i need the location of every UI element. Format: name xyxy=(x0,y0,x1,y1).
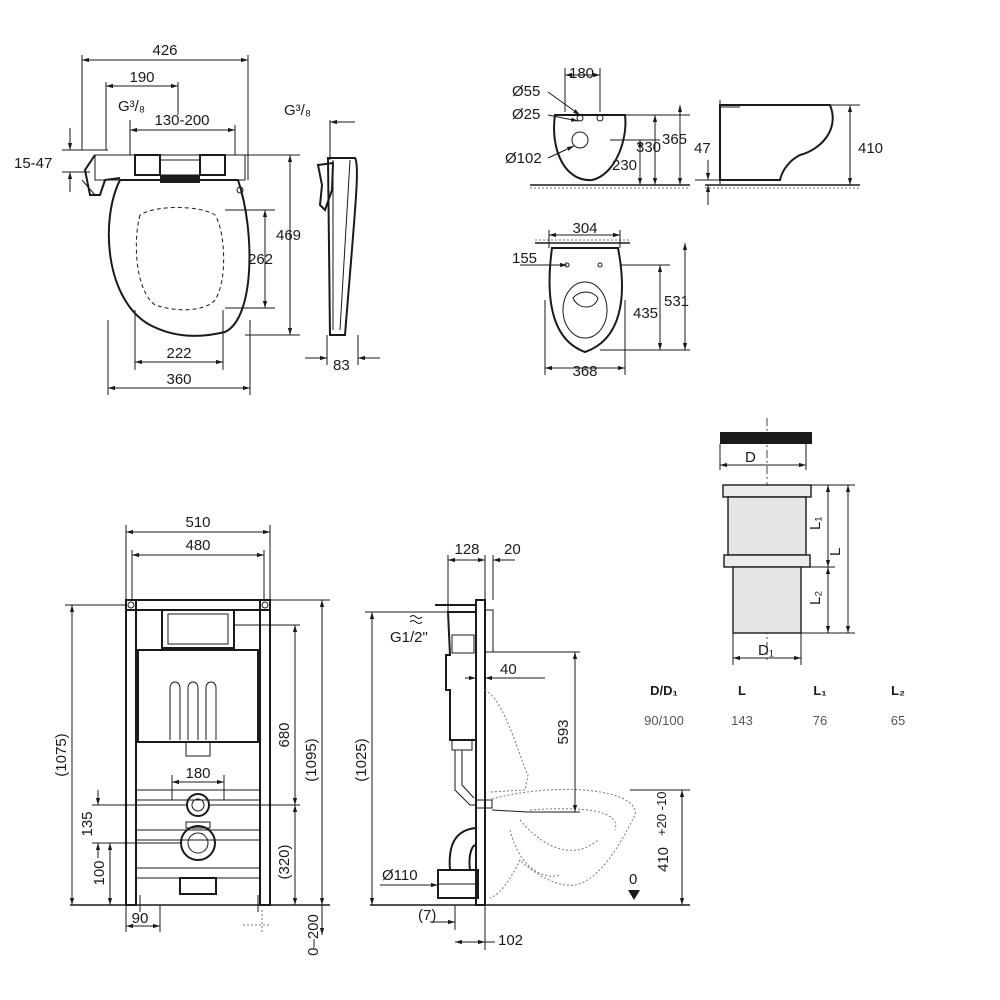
pipe-spec-table: D/D₁ L L₁ L₂ 90/100 143 76 65 xyxy=(644,683,905,728)
table-header-l2: L₂ xyxy=(891,683,905,698)
dim-7: (7) xyxy=(418,907,436,924)
dim-d102: Ø102 xyxy=(505,150,542,167)
dim-593: 593 xyxy=(555,719,572,744)
table-cell-l: 143 xyxy=(731,713,753,728)
dim-510: 510 xyxy=(185,514,210,531)
dim-222: 222 xyxy=(166,345,191,362)
frame-front-view: 510 480 (1075) 680 (1095) 180 135 100 (3… xyxy=(53,514,330,956)
dim-1095: (1095) xyxy=(303,738,320,781)
dim-40: 40 xyxy=(500,661,517,678)
dim-20: 20 xyxy=(504,541,521,558)
dim-190: 190 xyxy=(129,69,154,86)
bowl-top-view: 304 155 435 531 368 xyxy=(512,220,690,380)
table-header-d-d1: D/D₁ xyxy=(650,683,678,698)
bowl-front-view: 180 Ø55 Ø25 Ø102 230 330 365 xyxy=(505,65,690,189)
dim-front-180: 180 xyxy=(185,765,210,782)
dim-531: 531 xyxy=(664,293,689,310)
seat-top-view: 426 190 G³/₈ 130-200 15-47 469 262 222 3… xyxy=(14,42,301,395)
label-d1: D₁ xyxy=(758,642,774,659)
dim-262: 262 xyxy=(248,251,273,268)
dim-d25: Ø25 xyxy=(512,106,540,123)
dim-680: 680 xyxy=(276,722,293,747)
label-l: L xyxy=(827,548,844,556)
table-header-l: L xyxy=(738,683,746,698)
dim-15-47: 15-47 xyxy=(14,155,52,172)
label-l1: L₁ xyxy=(807,517,824,530)
dim-128: 128 xyxy=(454,541,479,558)
dim-480: 480 xyxy=(185,537,210,554)
dim-304: 304 xyxy=(572,220,597,237)
dim-360: 360 xyxy=(166,371,191,388)
dim-135: 135 xyxy=(79,811,96,836)
dim-g38: G³/₈ xyxy=(118,98,145,115)
label-d: D xyxy=(745,449,756,466)
dim-d110: Ø110 xyxy=(382,867,418,884)
dim-435: 435 xyxy=(633,305,658,322)
seat-side-view: G³/₈ 83 xyxy=(284,102,380,374)
frame-side-view: 128 20 G1/2" 40 593 (1025) Ø110 (7) 102 … xyxy=(353,541,690,950)
dim-230: 230 xyxy=(612,157,637,174)
dim-365: 365 xyxy=(662,131,687,148)
dim-side-410: 410 xyxy=(858,140,883,157)
dim-320: (320) xyxy=(276,844,293,879)
table-cell-l2: 65 xyxy=(891,713,905,728)
dim-1025: (1025) xyxy=(353,738,370,781)
dim-1075: (1075) xyxy=(53,733,70,776)
table-header-l1: L₁ xyxy=(813,683,826,698)
dim-130-200: 130-200 xyxy=(154,112,209,129)
dim-g12: G1/2" xyxy=(390,629,428,646)
table-cell-d-d1: 90/100 xyxy=(644,713,684,728)
dim-side-g38: G³/₈ xyxy=(284,102,311,119)
dim-zero: 0 xyxy=(629,871,637,888)
dim-102: 102 xyxy=(498,932,523,949)
dim-426: 426 xyxy=(152,42,177,59)
dim-100: 100 xyxy=(91,860,108,885)
dim-0-200: 0–200 xyxy=(305,914,322,956)
dim-368: 368 xyxy=(572,363,597,380)
dim-90: 90 xyxy=(132,910,149,927)
dim-410: 410 xyxy=(655,847,672,872)
dim-47: 47 xyxy=(694,140,711,157)
bowl-side-view: 47 410 xyxy=(694,100,883,205)
dim-155: 155 xyxy=(512,250,537,267)
table-cell-l1: 76 xyxy=(813,713,827,728)
label-l2: L₂ xyxy=(807,591,824,605)
pipe-connector: D L₁ L L₂ D₁ xyxy=(719,418,855,665)
dim-bowl-180: 180 xyxy=(569,65,594,82)
dim-330: 330 xyxy=(636,139,661,156)
dim-tolerance: +20 -10 xyxy=(654,792,669,836)
dim-d55: Ø55 xyxy=(512,83,540,100)
dim-83: 83 xyxy=(333,357,350,374)
dim-469: 469 xyxy=(276,227,301,244)
